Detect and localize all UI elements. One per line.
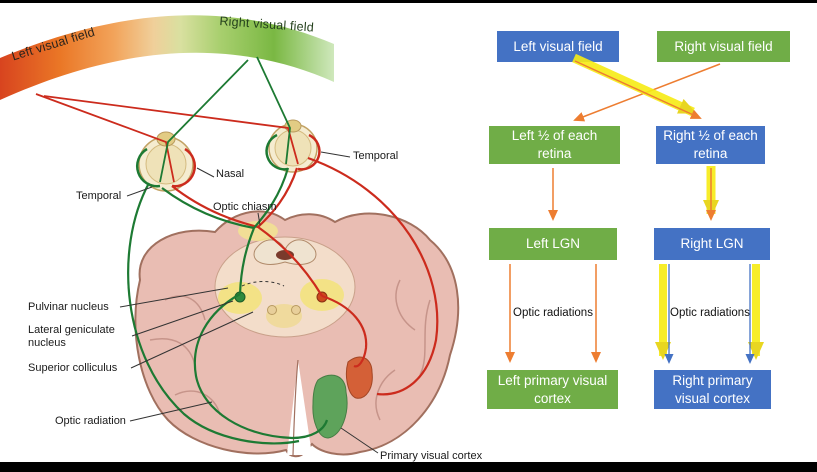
flow-box-right-lgn: Right LGN bbox=[654, 228, 770, 260]
flow-box-left-primary-visual-cortex: Left primary visual cortex bbox=[487, 370, 618, 409]
label-primary-visual-cortex: Primary visual cortex bbox=[380, 450, 483, 462]
anatomy-illustration bbox=[0, 15, 460, 458]
flow-box-right-primary-visual-cortex: Right primary visual cortex bbox=[654, 370, 771, 409]
flow-box-left-half-retina: Left ½ of each retina bbox=[489, 126, 620, 164]
flow-box-right-half-retina: Right ½ of each retina bbox=[656, 126, 765, 164]
anatomy-diagram: Left visual field Right visual field Tem… bbox=[0, 14, 483, 462]
arrow-rightfield-to-leftretina bbox=[573, 63, 721, 122]
pointer-lines bbox=[119, 151, 379, 454]
bottom-black-bar bbox=[0, 462, 817, 472]
label-pulvinar-nucleus: Pulvinar nucleus bbox=[28, 301, 109, 313]
label-temporal-left: Temporal bbox=[76, 190, 122, 202]
label-superior-colliculus: Superior colliculus bbox=[28, 362, 118, 374]
flow-box-left-lgn: Left LGN bbox=[489, 228, 617, 260]
brain bbox=[134, 210, 460, 458]
flow-box-right-visual-field: Right visual field bbox=[657, 31, 790, 62]
visual-field-band bbox=[0, 15, 334, 100]
label-optic-radiations-left: Optic radiations bbox=[513, 307, 593, 319]
label-optic-radiation: Optic radiation bbox=[55, 415, 126, 427]
flow-box-left-visual-field: Left visual field bbox=[497, 31, 619, 62]
visual-field-lines bbox=[35, 56, 299, 183]
label-lateral-geniculate-nucleus: Lateral geniculate nucleus bbox=[28, 324, 115, 349]
left-eye bbox=[136, 131, 196, 192]
arrow-highlight-leftfield-to-rightretina bbox=[572, 53, 697, 117]
arrow-leftfield-to-rightretina bbox=[574, 60, 702, 119]
green-cortex-patch bbox=[312, 374, 348, 439]
label-optic-chiasm: Optic chiasm bbox=[213, 201, 277, 213]
top-black-bar bbox=[0, 0, 817, 3]
optic-pathways bbox=[127, 156, 439, 445]
label-nasal: Nasal bbox=[216, 168, 245, 180]
label-optic-radiations-right: Optic radiations bbox=[670, 307, 750, 319]
label-temporal-right: Temporal bbox=[353, 150, 399, 162]
